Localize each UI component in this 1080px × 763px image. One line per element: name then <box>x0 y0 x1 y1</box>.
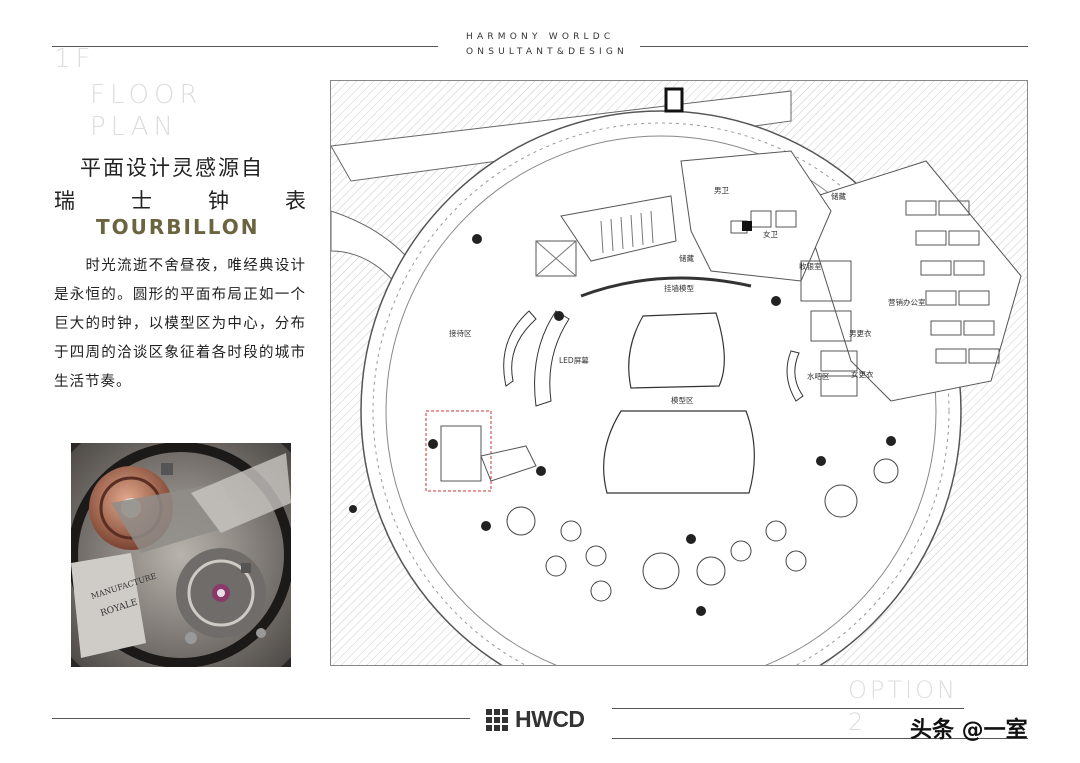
hwcd-logo: HWCD <box>486 706 585 733</box>
label-model-area: 模型区 <box>671 395 694 405</box>
label-hanging-model: 挂墙模型 <box>664 283 694 293</box>
label-water-bar: 水吧区 <box>807 371 830 381</box>
label-cashier: 收银室 <box>799 261 822 271</box>
brand-line-1: HARMONY WORLDC <box>466 32 615 42</box>
label-women-wc: 女卫 <box>763 229 778 239</box>
option-word: OPTION <box>848 676 958 704</box>
plan-word: PLAN <box>90 112 178 142</box>
logo-grid-icon <box>486 708 508 731</box>
header-rule-left <box>52 46 438 47</box>
title-english: TOURBILLON <box>96 215 260 239</box>
title-char: 表 <box>285 189 306 213</box>
watch-illustration: MANUFACTURE ROYALE <box>71 443 291 667</box>
logo-text: HWCD <box>515 706 585 732</box>
watermark-text: 头条 @一室 <box>910 718 1028 743</box>
footer-rule-right-top <box>612 708 964 709</box>
label-reception: 接待区 <box>449 328 472 338</box>
brand-tagline: HARMONY WORLDC ONSULTANT&DESIGN <box>466 30 628 60</box>
tourbillon-watch-image: MANUFACTURE ROYALE <box>71 443 291 667</box>
label-led-screen: LED屏幕 <box>559 355 589 365</box>
header-rule-right <box>640 46 1028 47</box>
label-storage-top: 储藏 <box>831 191 846 201</box>
floor-plan-drawing: 男卫 储藏 女卫 储藏 收银室 挂墙模型 营销办公室 接待区 LED屏幕 男更衣… <box>330 80 1028 666</box>
label-men-locker: 男更衣 <box>849 328 872 338</box>
title-char: 士 <box>131 189 152 213</box>
title-char: 钟 <box>208 189 229 213</box>
label-women-locker: 女更衣 <box>851 369 874 379</box>
label-storage-left: 储藏 <box>679 253 694 263</box>
floor-word: FLOOR <box>90 80 203 110</box>
title-char: 瑞 <box>54 189 75 213</box>
title-chinese-line-2: 瑞 士 钟 表 <box>54 185 306 215</box>
label-sales-office: 营销办公室 <box>888 297 926 307</box>
title-chinese-line-1: 平面设计灵感源自 <box>80 156 264 180</box>
option-number: 2 <box>848 708 867 736</box>
label-men-wc: 男卫 <box>714 186 729 195</box>
floor-plan-svg: 男卫 储藏 女卫 储藏 收银室 挂墙模型 营销办公室 接待区 LED屏幕 男更衣… <box>331 81 1027 665</box>
footer-rule-right-bottom <box>612 738 1028 739</box>
description-paragraph: 时光流逝不舍昼夜，唯经典设计是永恒的。圆形的平面布局正如一个巨大的时钟，以模型区… <box>54 258 306 390</box>
brand-line-2: ONSULTANT&DESIGN <box>466 47 628 57</box>
footer-rule-left <box>52 718 470 719</box>
floor-number: 1F <box>54 44 96 74</box>
